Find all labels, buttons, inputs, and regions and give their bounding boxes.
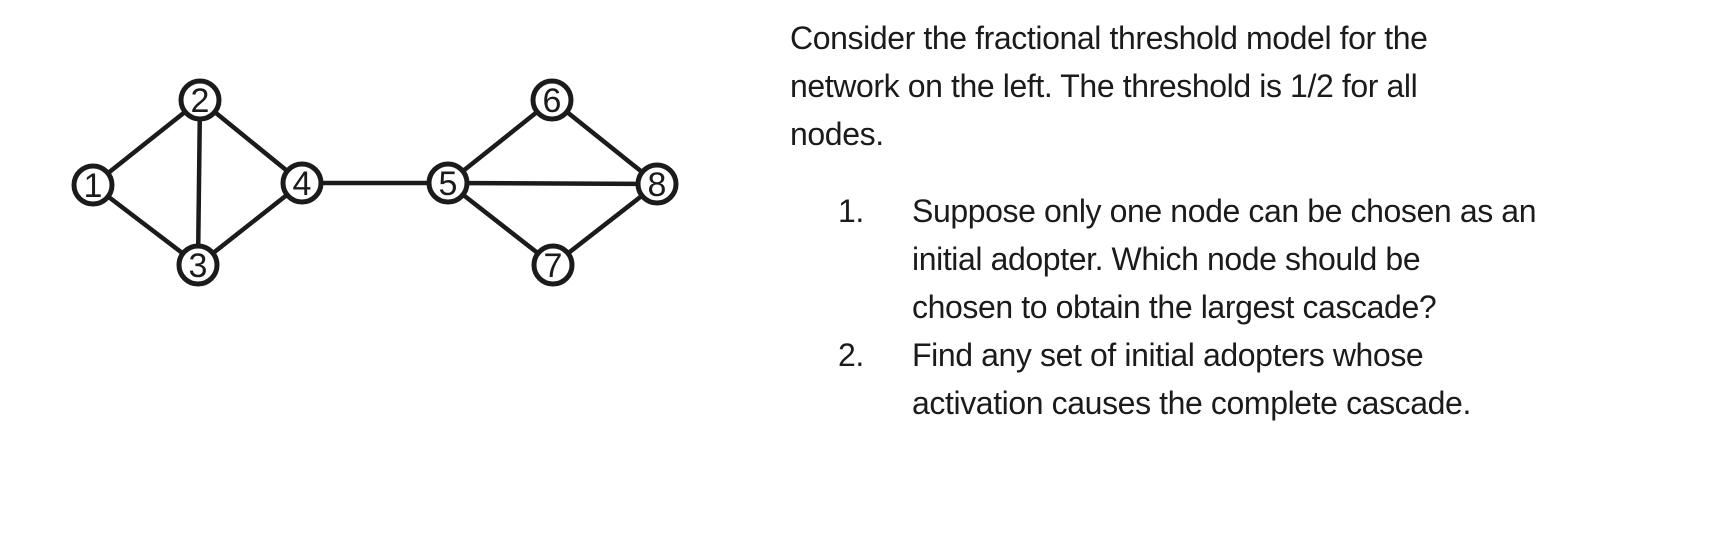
question-2-number: 2. xyxy=(838,337,864,373)
graph-node-8 xyxy=(635,162,679,206)
question-1-line-3: chosen to obtain the largest cascade? xyxy=(912,289,1437,325)
question-1-line-1: Suppose only one node can be chosen as a… xyxy=(912,193,1537,229)
question-2-line-2: activation causes the complete cascade. xyxy=(912,385,1471,421)
question-item-1: 1. Suppose only one node can be chosen a… xyxy=(790,187,1600,331)
graph-edge-7-8 xyxy=(551,182,659,267)
graph-node-2 xyxy=(178,78,222,122)
intro-line-2: network on the left. The threshold is 1/… xyxy=(790,68,1418,104)
question-item-2: 2. Find any set of initial adopters whos… xyxy=(790,331,1600,427)
graph-edge-5-7 xyxy=(446,181,555,267)
graph-node-3 xyxy=(176,243,220,287)
graph-node-1 xyxy=(71,163,115,207)
intro-paragraph: Consider the fractional threshold model … xyxy=(790,14,1600,158)
intro-line-3: nodes. xyxy=(790,116,884,152)
question-list: 1. Suppose only one node can be chosen a… xyxy=(790,187,1600,427)
graph-edge-2-4 xyxy=(198,98,304,185)
graph-node-label-4: 4 xyxy=(293,165,312,203)
question-2-text: Find any set of initial adopters whose a… xyxy=(912,331,1600,427)
question-1-text: Suppose only one node can be chosen as a… xyxy=(912,187,1600,331)
intro-line-1: Consider the fractional threshold model … xyxy=(790,20,1428,56)
graph-node-5 xyxy=(426,161,470,205)
graph-edge-5-8 xyxy=(447,180,658,187)
question-2-line-1: Find any set of initial adopters whose xyxy=(912,337,1424,373)
graph-node-label-7: 7 xyxy=(544,247,563,285)
graph-edge-1-3 xyxy=(91,183,200,267)
graph-node-6 xyxy=(530,78,574,122)
graph-node-label-5: 5 xyxy=(439,165,458,203)
graph-node-label-8: 8 xyxy=(648,166,667,204)
graph-edge-6-8 xyxy=(550,98,659,186)
question-1-number: 1. xyxy=(838,193,864,229)
problem-text: Consider the fractional threshold model … xyxy=(790,14,1600,427)
graph-node-label-2: 2 xyxy=(191,82,210,120)
graph-node-label-3: 3 xyxy=(189,247,208,285)
graph-edge-5-6 xyxy=(446,98,554,185)
graph-node-label-1: 1 xyxy=(84,167,103,205)
graph-edge-3-4 xyxy=(196,181,304,267)
graph-edge-2-3 xyxy=(195,99,203,266)
graph-edge-1-2 xyxy=(91,98,202,187)
graph-node-4 xyxy=(280,161,324,205)
graph-node-label-6: 6 xyxy=(543,82,562,120)
question-1-line-2: initial adopter. Which node should be xyxy=(912,241,1421,277)
graph-node-7 xyxy=(531,243,575,287)
network-graph: 1 2 3 4 5 6 7 8 xyxy=(71,78,679,287)
